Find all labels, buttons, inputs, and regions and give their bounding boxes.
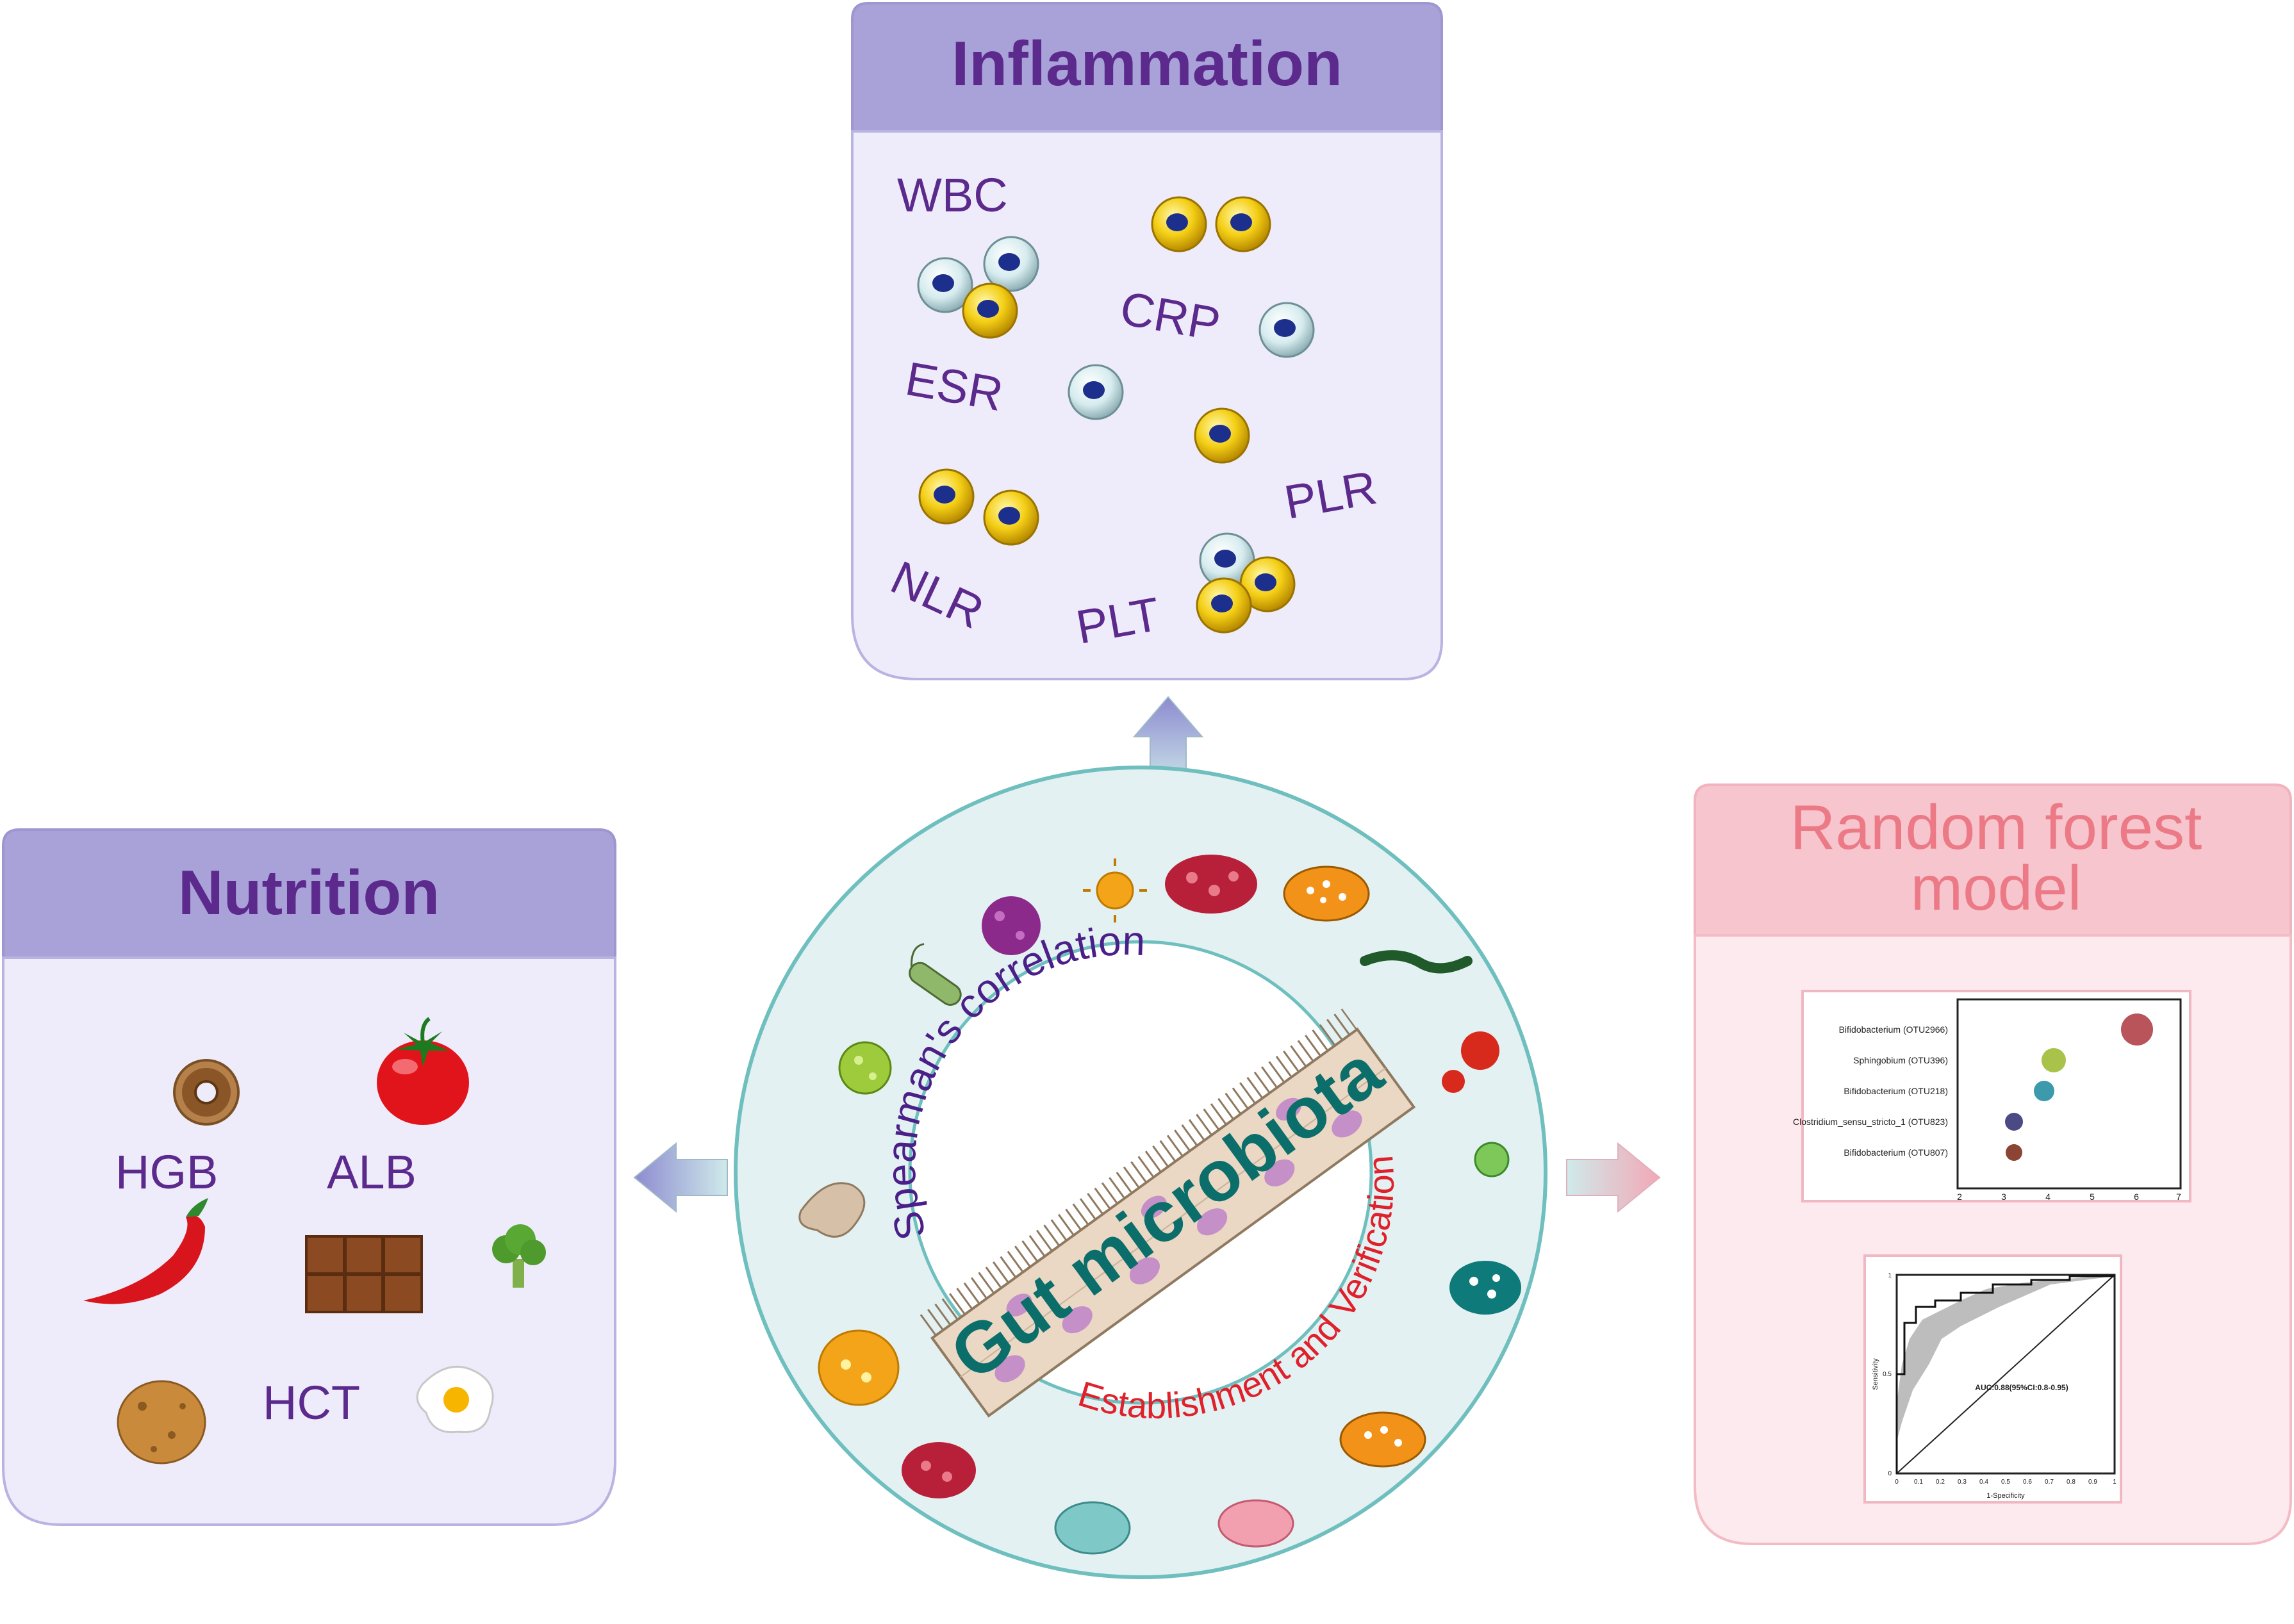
- importance-tick-3: 4: [2045, 1192, 2051, 1202]
- roc-xtick-1: 0.1: [1914, 1479, 1923, 1486]
- rod-bacterium-icon: [909, 943, 962, 1006]
- importance-plot: Bifidobacterium (OTU2966) Sphingobium (O…: [1793, 990, 2191, 1202]
- potato-icon: [117, 1380, 206, 1464]
- importance-label-1: Bifidobacterium (OTU2966): [1839, 1024, 1948, 1035]
- gut-microbiota-ring: Gut microbiota Spearman's correlation Es…: [734, 766, 1547, 1579]
- teal-oval-microbe-icon: [1054, 1501, 1131, 1555]
- importance-point-4: [2005, 1113, 2023, 1131]
- roc-xlabel: 1-Specificity: [1986, 1492, 2025, 1500]
- white-cell-icon: [1068, 302, 1315, 420]
- roc-curve: [1895, 1275, 2115, 1473]
- red-spiky-virus-icon: [1442, 1031, 1499, 1093]
- marker-alb: ALB: [327, 1145, 417, 1199]
- importance-point-3: [2034, 1081, 2054, 1101]
- red-cluster-microbe-icon: [902, 1442, 976, 1498]
- importance-tick-2: 3: [2001, 1192, 2006, 1202]
- roc-ytick-0: 0: [1888, 1470, 1892, 1477]
- roc-plot: AUC:0.88(95%CI:0.8-0.95) 1-Specificity S…: [1863, 1254, 2122, 1504]
- importance-point-1: [2121, 1013, 2153, 1046]
- green-virus-icon: [1474, 1142, 1510, 1177]
- roc-ytick-10: 1: [1888, 1272, 1892, 1279]
- marker-wbc: WBC: [897, 168, 1008, 222]
- roc-xtick-8: 0.8: [2067, 1479, 2075, 1486]
- marker-hgb: HGB: [115, 1145, 218, 1199]
- roc-xtick-0: 0: [1895, 1479, 1899, 1486]
- tan-amoeba-icon: [798, 1182, 866, 1238]
- random-forest-title-line2: model: [1911, 853, 2082, 923]
- neutrophil-icon: [918, 407, 1250, 546]
- importance-point-5: [2006, 1144, 2022, 1161]
- roc-auc-annotation: AUC:0.88(95%CI:0.8-0.95): [1975, 1383, 2068, 1392]
- random-forest-title-line1: Random forest: [1790, 792, 2202, 862]
- spiky-virus-icon: [982, 896, 1041, 955]
- tomato-icon: [377, 1017, 469, 1125]
- sun-microbe-icon: [1083, 858, 1147, 923]
- green-ball-microbe-icon: [838, 1041, 892, 1095]
- roc-reference-line: [1896, 1274, 2115, 1474]
- importance-tick-6: 7: [2176, 1192, 2181, 1202]
- roc-xtick-9: 0.9: [2088, 1479, 2097, 1486]
- pink-microbe-icon: [1217, 1499, 1294, 1548]
- red-cluster-microbe-icon: [1165, 855, 1257, 914]
- orange-blob-microbe-icon: [818, 1329, 900, 1406]
- roc-xtick-7: 0.7: [2045, 1479, 2054, 1486]
- donut-icon: [173, 1059, 240, 1126]
- platelet-icon: [1196, 532, 1296, 634]
- nutrition-title: Nutrition: [178, 857, 440, 928]
- importance-label-2: Sphingobium (OTU396): [1853, 1055, 1948, 1065]
- importance-tick-5: 6: [2134, 1192, 2139, 1202]
- chili-pepper-icon: [83, 1198, 208, 1304]
- importance-label-5: Bifidobacterium (OTU807): [1844, 1147, 1948, 1158]
- importance-label-4: Clostridium_sensu_stricto_1 (OTU823): [1793, 1117, 1948, 1127]
- roc-xtick-10: 1: [2113, 1479, 2117, 1486]
- orange-oval-microbe-icon: [1339, 1411, 1426, 1468]
- fried-egg-icon: [416, 1365, 494, 1434]
- teal-cluster-microbe-icon: [1449, 1261, 1521, 1315]
- chocolate-icon: [305, 1235, 423, 1313]
- marker-hct: HCT: [263, 1376, 360, 1429]
- roc-xtick-4: 0.4: [1979, 1479, 1988, 1486]
- roc-ylabel: Sensitivity: [1872, 1358, 1879, 1390]
- importance-label-3: Bifidobacterium (OTU218): [1844, 1086, 1948, 1096]
- roc-xtick-3: 0.3: [1958, 1479, 1967, 1486]
- roc-ytick-5: 0.5: [1883, 1371, 1892, 1378]
- importance-point-2: [2042, 1048, 2066, 1072]
- importance-tick-4: 5: [2090, 1192, 2095, 1202]
- importance-tick-1: 2: [1957, 1192, 1962, 1202]
- broccoli-icon: [492, 1224, 546, 1288]
- roc-xtick-5: 0.5: [2001, 1479, 2010, 1486]
- arrow-right-icon: [1566, 1142, 1661, 1213]
- arrow-left-icon: [633, 1142, 728, 1213]
- roc-xtick-6: 0.6: [2023, 1479, 2032, 1486]
- inflammation-panel: Inflammation WBC CRP ESR PLR NLR PLT: [851, 2, 1443, 680]
- c-reactive-protein-icon: [1151, 196, 1271, 252]
- green-worm-microbe-icon: [1360, 950, 1473, 974]
- random-forest-panel: Random forest model Bifidobacterium (OTU…: [1694, 783, 2292, 1545]
- orange-oval-microbe-icon: [1283, 865, 1370, 922]
- inflammation-title: Inflammation: [952, 28, 1342, 99]
- white-blood-cell-icon: [917, 236, 1039, 339]
- nutrition-panel: Nutrition HGB ALB HCT: [2, 828, 616, 1526]
- roc-xtick-2: 0.2: [1936, 1479, 1945, 1486]
